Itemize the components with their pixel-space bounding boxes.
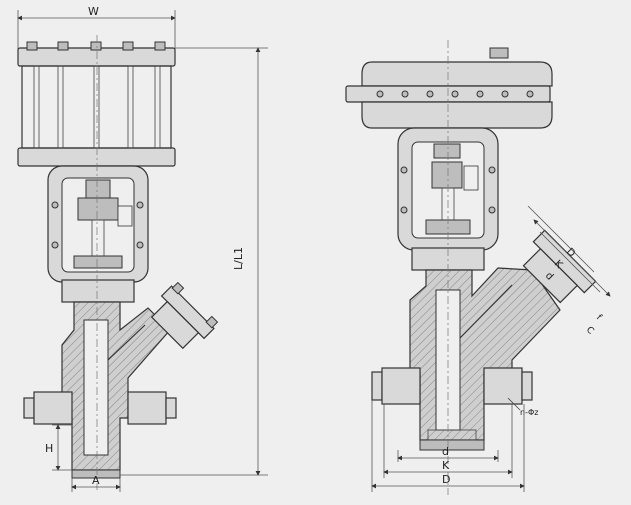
angled-flange-left bbox=[150, 281, 219, 350]
dim-label-a: A bbox=[92, 474, 100, 487]
right-valve-view: n-Φz d K D D K d f bbox=[345, 40, 611, 495]
bolt-callout: n-Φz bbox=[507, 397, 538, 417]
yoke-left bbox=[47, 165, 149, 303]
dimension-l-l1: L/L1 bbox=[120, 47, 268, 476]
dimension-bottom-D: D bbox=[371, 400, 525, 492]
dim-label-side-f: f bbox=[594, 313, 604, 323]
dimension-a: A bbox=[71, 474, 121, 492]
dim-label-side-c: C bbox=[584, 325, 596, 337]
dimension-bottom-d: d bbox=[397, 445, 499, 462]
dim-label-w: W bbox=[88, 5, 99, 18]
dim-label-d: d bbox=[442, 445, 449, 458]
dimension-bottom-k: K bbox=[383, 404, 513, 478]
dim-label-k: K bbox=[442, 459, 450, 472]
valve-body-left bbox=[23, 281, 219, 479]
dimension-h: H bbox=[45, 424, 72, 471]
dim-label-l-l1: L/L1 bbox=[232, 247, 245, 270]
pneumatic-actuator bbox=[17, 41, 176, 167]
dim-label-D: D bbox=[442, 473, 450, 486]
diaphragm-actuator bbox=[345, 47, 553, 129]
label-n-phi-z: n-Φz bbox=[520, 408, 538, 417]
left-valve-view: W bbox=[17, 5, 268, 492]
dim-label-h: H bbox=[45, 442, 53, 455]
